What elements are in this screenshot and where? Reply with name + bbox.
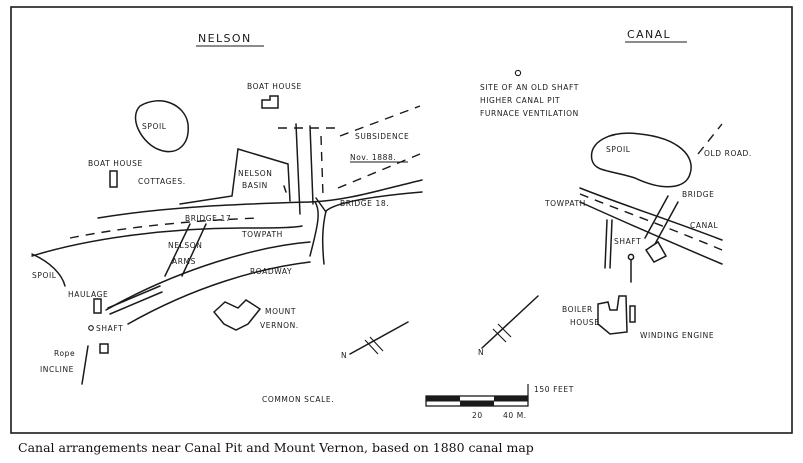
label-nelson-arms-2: ARMS <box>172 257 196 266</box>
label-north-right: N <box>478 348 484 357</box>
old-shaft-marker <box>514 69 522 77</box>
canal-bend-west <box>309 201 319 257</box>
scale-bar <box>425 384 529 407</box>
arm-east-bank <box>309 125 314 205</box>
label-scale-40: 40 M. <box>503 411 527 420</box>
map-border <box>10 6 793 434</box>
bridge-18-mark <box>315 197 327 213</box>
map-frame: NELSON CANAL SPOIL BOAT HOUSE BOAT HOUSE… <box>10 6 793 434</box>
winding-engine-building <box>629 305 636 323</box>
shaft-right-rail-1 <box>604 219 608 269</box>
boat-house-building <box>261 95 279 109</box>
label-nelson-basin-2: BASIN <box>242 181 268 190</box>
canal-bend-east <box>325 191 423 212</box>
bridge-17-east <box>181 223 207 277</box>
subsidence-line-1 <box>339 105 421 137</box>
label-common-scale: COMMON SCALE. <box>262 395 334 404</box>
arm-centre-dash <box>320 135 324 197</box>
spoil-heap-right <box>590 132 692 188</box>
label-boiler-house-2: HOUSE <box>570 318 600 327</box>
towpath-dash-left <box>69 217 261 239</box>
label-nelson-basin-1: NELSON <box>238 169 272 178</box>
canal-north-bank <box>97 179 423 219</box>
canal-south-arm <box>321 210 327 265</box>
rope-incline-line <box>81 345 89 385</box>
label-spoil-right: SPOIL <box>606 145 631 154</box>
shaft-right-rail-2 <box>609 219 613 269</box>
haulage-building <box>93 298 102 314</box>
label-mount-vernon-2: VERNON. <box>260 321 299 330</box>
roadway-north-edge <box>105 241 311 311</box>
label-boat-house-cottages-2: COTTAGES. <box>138 177 186 186</box>
boiler-house-building <box>597 295 628 335</box>
arm-west-bank <box>295 123 301 215</box>
haulage-rail-1 <box>107 285 161 309</box>
label-shaft-right: SHAFT <box>614 237 641 246</box>
canal-right-north-bank <box>579 187 723 241</box>
label-boat-house-cottages-1: BOAT HOUSE <box>88 159 143 168</box>
spoil-heap-left <box>134 100 189 153</box>
label-old-road: OLD ROAD. <box>704 149 752 158</box>
label-bridge-right: BRIDGE <box>682 190 715 199</box>
north-arrow-right-shaft <box>481 295 539 349</box>
incline-building <box>99 343 109 354</box>
label-towpath-left: TOWPATH <box>241 230 283 239</box>
old-road-dash <box>697 123 723 155</box>
label-subsidence-2: Nov. 1888. <box>350 153 396 162</box>
bridge-right-west <box>644 195 669 239</box>
title-nelson: NELSON <box>198 32 252 45</box>
label-nelson-arms-1: NELSON <box>168 241 202 250</box>
label-scale-150: 150 FEET <box>534 385 574 394</box>
label-subsidence-1: SUBSIDENCE <box>355 132 409 141</box>
label-old-shaft-3: FURNACE VENTILATION <box>480 109 579 118</box>
label-north-left: N <box>341 351 347 360</box>
nelson-basin-outline <box>179 148 291 205</box>
label-spoil-left: SPOIL <box>142 122 167 131</box>
canal-south-bank <box>31 225 303 257</box>
label-rope-incline-1: Rope <box>54 349 75 358</box>
canal-right-south-bank <box>579 201 723 265</box>
cottages-building <box>109 170 118 188</box>
label-spoil-far-left: SPOIL <box>32 271 57 280</box>
label-scale-20: 20 <box>472 411 483 420</box>
north-arrow-left-shaft <box>349 321 409 355</box>
spoil-far-left-edge <box>31 253 66 287</box>
towpath-right-dash <box>579 193 723 251</box>
label-haulage: HAULAGE <box>68 290 108 299</box>
mount-vernon-building <box>212 299 262 331</box>
bridge-right-east <box>654 201 679 245</box>
haulage-rail-2 <box>109 291 163 315</box>
title-canal: CANAL <box>627 28 671 41</box>
label-old-shaft-2: HIGHER CANAL PIT <box>480 96 560 105</box>
label-boat-house-top: BOAT HOUSE <box>247 82 302 91</box>
label-winding-engine: WINDING ENGINE <box>640 331 714 340</box>
map-caption: Canal arrangements near Canal Pit and Mo… <box>18 440 534 455</box>
bridge-17-west <box>164 223 191 277</box>
label-shaft-left: SHAFT <box>96 324 123 333</box>
north-arrow-left-tick <box>364 336 384 355</box>
label-rope-incline-2: INCLINE <box>40 365 74 374</box>
label-bridge-17: BRIDGE 17 <box>185 214 231 223</box>
label-roadway: ROADWAY <box>250 267 292 276</box>
north-arrow-right-tick <box>492 323 512 343</box>
roadway-south-edge <box>127 261 311 325</box>
label-towpath-right: TOWPATH <box>544 199 586 208</box>
label-old-shaft-1: SITE OF AN OLD SHAFT <box>480 83 579 92</box>
label-canal-right: CANAL <box>690 221 719 230</box>
canal-map: NELSON CANAL SPOIL BOAT HOUSE BOAT HOUSE… <box>10 6 793 434</box>
label-boiler-house-1: BOILER <box>562 305 593 314</box>
shaft-right-building <box>644 240 668 263</box>
shaft-left-marker <box>88 325 94 331</box>
label-bridge-18: BRIDGE 18. <box>340 199 389 208</box>
basin-mark <box>283 185 287 193</box>
label-mount-vernon-1: MOUNT <box>265 307 296 316</box>
shaft-right-marker <box>627 253 635 261</box>
